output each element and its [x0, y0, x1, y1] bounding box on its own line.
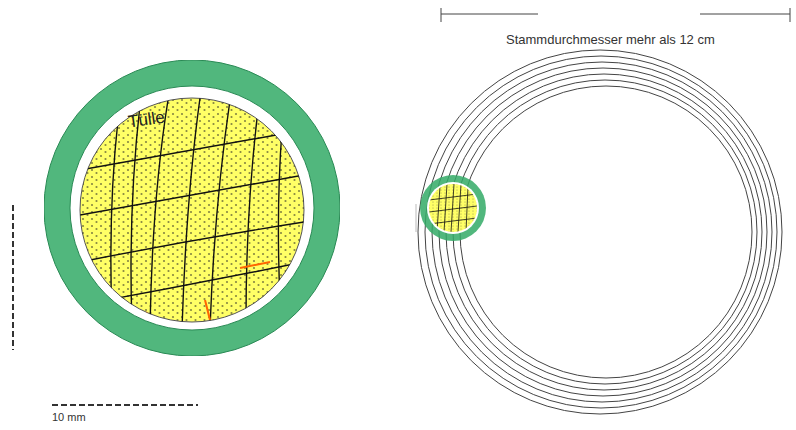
scale-label: 10 mm — [52, 411, 86, 423]
dimension-label: Stammdurchmesser mehr als 12 cm — [506, 32, 715, 47]
ring-outline — [44, 60, 340, 356]
ring-label: Tülle — [127, 108, 166, 133]
socket-ring: Tülle — [44, 60, 340, 356]
